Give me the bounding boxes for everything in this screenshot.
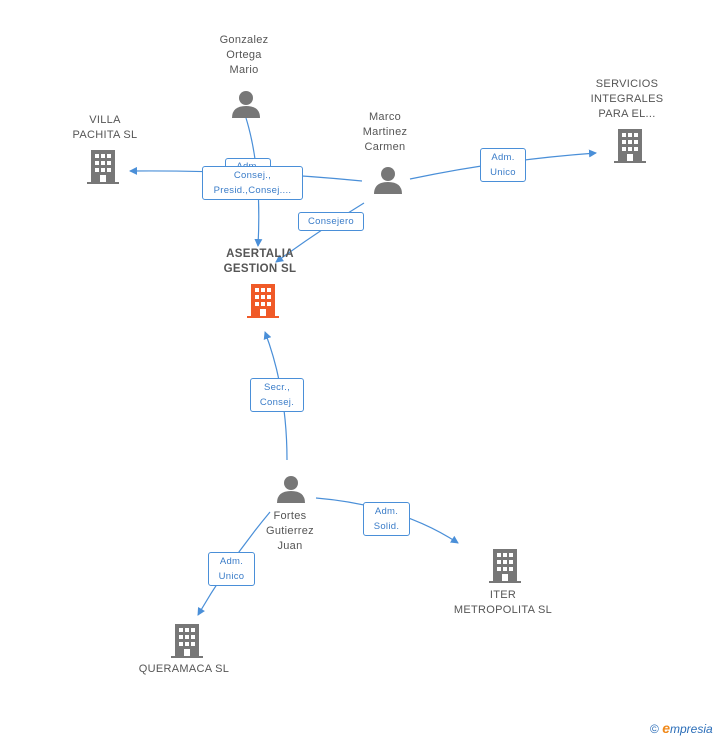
node-label-villa[interactable]: VILLA PACHITA SL (72, 114, 138, 141)
person-icon (232, 91, 260, 118)
edge-label-marco-villa: Consej., Presid.,Consej.... (202, 166, 303, 200)
building-icon (614, 129, 646, 163)
edge-label-marco-servicios: Adm. Unico (480, 148, 526, 182)
node-label-gonzalez[interactable]: Gonzalez Ortega Mario (219, 34, 269, 76)
person-icon (374, 167, 402, 194)
main-building-icon (247, 284, 279, 318)
copyright-symbol: © (650, 722, 659, 736)
edge-label-gonzalez-asertalia-adm: Adm. (225, 158, 271, 169)
node-label-fortes[interactable]: Fortes Gutierrez Juan (266, 510, 314, 552)
node-label-iter[interactable]: ITER METROPOLITA SL (453, 589, 553, 616)
building-icon (87, 150, 119, 184)
building-icon (489, 549, 521, 583)
node-label-asertalia[interactable]: ASERTALIA GESTION SL (223, 248, 297, 275)
node-label-queramaca[interactable]: QUERAMACA SL (138, 663, 230, 675)
empresia-brand[interactable]: © empresia (650, 720, 713, 736)
brand-logo-letter: e (662, 720, 670, 736)
brand-name: mpresia (669, 722, 713, 736)
node-label-marco[interactable]: Marco Martinez Carmen (362, 111, 408, 153)
edge-label-fortes-queramaca: Adm. Unico (208, 552, 255, 586)
person-icon (277, 476, 305, 503)
edge-label-fortes-iter: Adm. Solid. (363, 502, 410, 536)
edge-marco-asertalia (275, 202, 365, 263)
building-icon (171, 624, 203, 658)
node-label-servicios[interactable]: SERVICIOS INTEGRALES PARA EL... (590, 78, 664, 120)
edge-label-fortes-asertalia: Secr., Consej. (250, 378, 304, 412)
edge-label-marco-asertalia: Consejero (298, 212, 364, 231)
